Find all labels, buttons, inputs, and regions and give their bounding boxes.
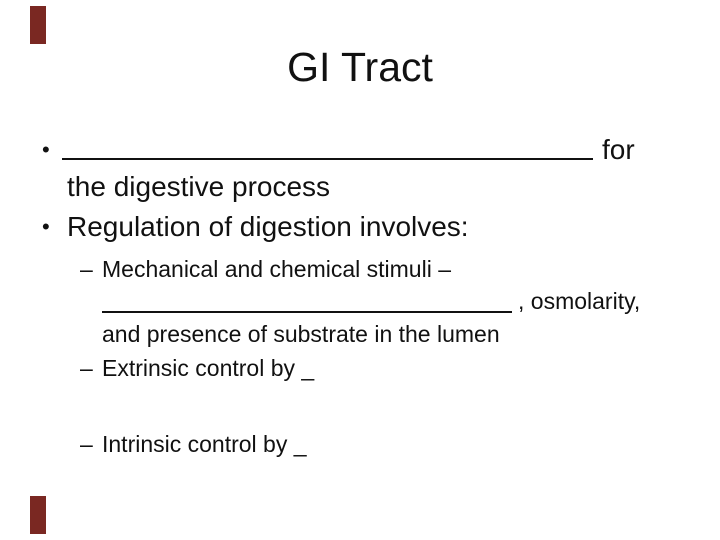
fill-in-blank [102,311,512,313]
slide-title: GI Tract [287,44,433,90]
sub-bullet-dash-icon: – [80,431,93,457]
bullet-icon: • [42,137,50,162]
bullet1-text-after-blank: for [602,134,635,165]
corner-accent-top-left [30,6,46,44]
fill-in-blank [62,158,593,160]
sub-bullet-dash-icon: – [80,256,93,282]
bullet-icon: • [42,214,50,239]
corner-accent-bottom-left [30,496,46,534]
sub-bullet2-text: Extrinsic control by _ [102,355,315,381]
bullet2-text: Regulation of digestion involves: [67,211,469,242]
sub-bullet-dash-icon: – [80,355,93,381]
sub-bullet1-line1: Mechanical and chemical stimuli – [102,256,451,282]
sub-bullet1-line2-after-blank: , osmolarity, [518,288,641,314]
sub-bullet1-line3: and presence of substrate in the lumen [102,321,500,347]
sub-bullet3-text: Intrinsic control by _ [102,431,307,457]
bullet1-text-line2: the digestive process [67,171,331,202]
